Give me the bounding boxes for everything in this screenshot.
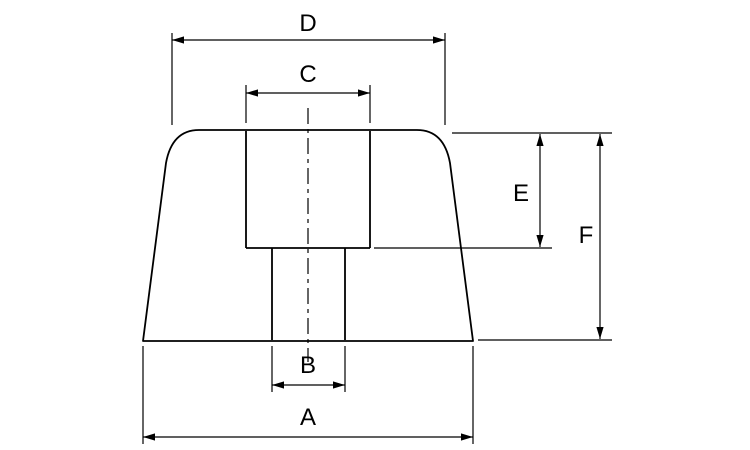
dim-label-c: C	[299, 61, 316, 88]
dim-label-b: B	[300, 352, 316, 379]
part-outline	[142, 129, 474, 342]
dim-label-a: A	[300, 404, 316, 431]
dim-label-d: D	[299, 10, 316, 37]
dim-label-f: F	[579, 222, 594, 249]
dim-label-e: E	[513, 180, 529, 207]
